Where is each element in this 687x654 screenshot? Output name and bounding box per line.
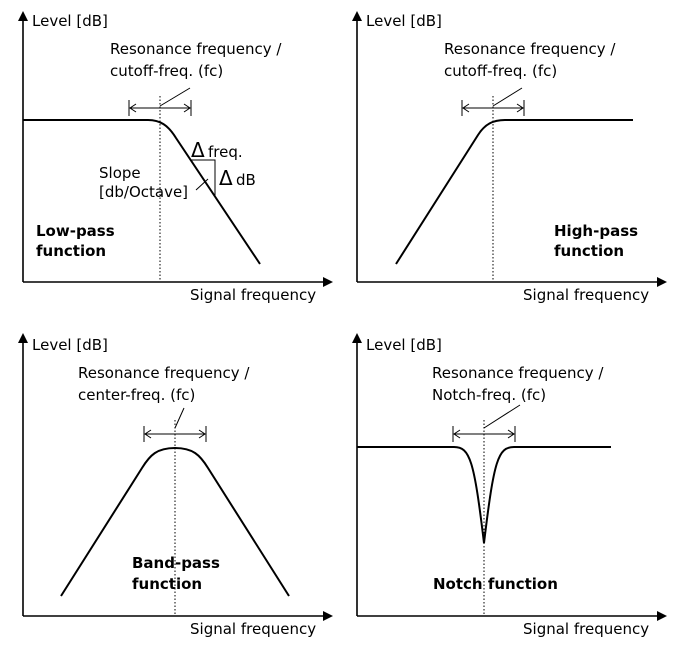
lowpass-title-line1: Low-pass [36, 222, 115, 240]
notch-y-axis-label: Level [dB] [366, 336, 442, 354]
lowpass-fc-leader [159, 87, 191, 107]
bandpass-panel: Level [dB] Signal frequency Resonance fr… [18, 333, 333, 638]
notch-fc-label-line1: Resonance frequency / [432, 364, 604, 382]
highpass-panel: Level [dB] Signal frequency Resonance fr… [352, 11, 667, 304]
lowpass-slope-triangle [191, 159, 216, 196]
lowpass-slope-label-line2: [db/Octave] [99, 183, 188, 201]
lowpass-slope-leader [195, 178, 209, 191]
lowpass-response-curve [23, 119, 261, 265]
notch-fc-leader [483, 404, 521, 429]
bandpass-x-axis-label: Signal frequency [190, 620, 316, 638]
notch-panel: Level [dB] Signal frequency Resonance fr… [352, 333, 667, 638]
lowpass-delta-freq-symbol: Δ [191, 138, 205, 162]
highpass-response-curve [395, 119, 633, 265]
lowpass-delta-db-symbol: Δ [219, 166, 233, 190]
lowpass-slope-label-line1: Slope [99, 164, 141, 182]
lowpass-delta-db-text: dB [236, 171, 256, 189]
bandpass-y-axis-label: Level [dB] [32, 336, 108, 354]
bandpass-fc-leader [174, 407, 185, 429]
lowpass-panel: Level [dB] Signal frequency Resonance fr… [18, 11, 333, 304]
notch-bandwidth-marker [452, 426, 516, 442]
highpass-fc-label-line1: Resonance frequency / [444, 40, 616, 58]
highpass-y-axis-label: Level [dB] [366, 12, 442, 30]
highpass-fc-leader [492, 87, 523, 107]
lowpass-title-line2: function [36, 242, 106, 260]
bandpass-title-line1: Band-pass [132, 554, 220, 572]
bandpass-title-line2: function [132, 575, 202, 593]
bandpass-fc-label-line1: Resonance frequency / [78, 364, 250, 382]
lowpass-fc-label-line2: cutoff-freq. (fc) [110, 62, 223, 80]
notch-title: Notch function [433, 575, 558, 593]
highpass-title-line2: function [554, 242, 624, 260]
highpass-fc-label-line2: cutoff-freq. (fc) [444, 62, 557, 80]
notch-response-curve [357, 446, 611, 544]
bandpass-fc-label-line2: center-freq. (fc) [78, 386, 195, 404]
bandpass-response-curve [60, 446, 290, 597]
lowpass-fc-label-line1: Resonance frequency / [110, 40, 282, 58]
lowpass-x-axis-label: Signal frequency [190, 286, 316, 304]
highpass-title-line1: High-pass [554, 222, 638, 240]
notch-fc-label-line2: Notch-freq. (fc) [432, 386, 546, 404]
lowpass-delta-freq-text: freq. [208, 143, 243, 161]
highpass-x-axis-label: Signal frequency [523, 286, 649, 304]
lowpass-y-axis-label: Level [dB] [32, 12, 108, 30]
notch-x-axis-label: Signal frequency [523, 620, 649, 638]
